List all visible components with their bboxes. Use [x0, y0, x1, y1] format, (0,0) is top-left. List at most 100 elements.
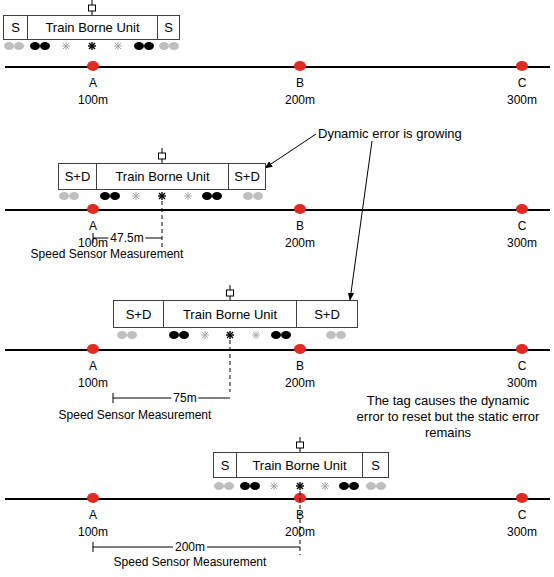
distance-label: 100m [78, 376, 108, 390]
dimension-label: 47.5m [108, 231, 145, 245]
tag-dot [87, 61, 99, 71]
track [5, 498, 550, 500]
light-star [252, 331, 260, 339]
dimension-label: 200m [173, 540, 207, 554]
node-text: S+D [65, 169, 91, 184]
dimension-tick [93, 542, 94, 552]
light-star [114, 42, 122, 50]
black-wheel-pair [30, 42, 50, 50]
antenna [159, 148, 166, 163]
grey-wheel-pair [59, 192, 79, 200]
position-marker [300, 491, 301, 555]
train-borne-unit-box: Train Borne Unit [163, 300, 297, 328]
dimension-label: 75m [171, 391, 198, 405]
point-name: B [296, 76, 304, 90]
point-name: A [89, 76, 97, 90]
error-section-box: S [3, 15, 28, 40]
measurement-note: Speed Sensor Measurement [31, 247, 184, 261]
light-star [201, 331, 209, 339]
black-wheel-pair [202, 192, 222, 200]
tag-dot [294, 61, 306, 71]
bold-star [88, 42, 96, 50]
tag-dot [516, 493, 528, 503]
point-name: A [89, 508, 97, 522]
point-name: B [296, 359, 304, 373]
error-section-box: S+D [113, 300, 164, 328]
light-star [184, 192, 192, 200]
point-name: A [89, 219, 97, 233]
tag-dot [516, 61, 528, 71]
antenna [227, 285, 234, 300]
error-section-box: S+D [296, 300, 358, 328]
track [5, 209, 550, 211]
measurement-note: Speed Sensor Measurement [59, 408, 212, 422]
error-section-box: S+D [228, 163, 266, 190]
node-text: Train Borne Unit [183, 307, 277, 322]
callout-note: Dynamic error is growing [318, 126, 462, 141]
distance-label: 300m [507, 93, 537, 107]
error-section-box: S+D [58, 163, 97, 190]
track [5, 66, 550, 68]
tag-dot [294, 344, 306, 354]
position-marker [230, 340, 231, 392]
distance-label: 100m [78, 525, 108, 539]
black-wheel-pair [134, 42, 154, 50]
node-text: S [11, 20, 20, 35]
point-name: A [89, 359, 97, 373]
grey-wheel-pair [117, 331, 137, 339]
train-borne-unit-box: Train Borne Unit [27, 15, 158, 40]
black-wheel-pair [100, 192, 120, 200]
track [5, 349, 550, 351]
callout-note: The tag causes the dynamic error to rese… [355, 393, 541, 441]
point-name: B [296, 219, 304, 233]
light-star [270, 482, 278, 490]
train-borne-unit-box: Train Borne Unit [96, 163, 229, 190]
distance-label: 200m [285, 376, 315, 390]
distance-label: 200m [285, 93, 315, 107]
tag-dot [87, 493, 99, 503]
distance-label: 300m [507, 236, 537, 250]
black-wheel-pair [339, 482, 359, 490]
distance-label: 200m [285, 236, 315, 250]
dimension-tick [113, 393, 114, 403]
position-marker [162, 201, 163, 248]
light-star [321, 482, 329, 490]
node-text: S [221, 458, 230, 473]
callout-arrow [265, 134, 316, 168]
grey-wheel-pair [214, 482, 234, 490]
node-text: S [371, 458, 380, 473]
error-section-box: S [362, 452, 389, 478]
callout-arrow [350, 141, 372, 300]
distance-label: 100m [78, 93, 108, 107]
train-borne-unit-box: Train Borne Unit [236, 452, 363, 478]
grey-wheel-pair [4, 42, 24, 50]
node-text: Train Borne Unit [252, 458, 346, 473]
light-star [62, 42, 70, 50]
antenna [89, 0, 96, 15]
black-wheel-pair [271, 331, 291, 339]
point-name: C [518, 76, 527, 90]
point-name: C [518, 219, 527, 233]
measurement-note: Speed Sensor Measurement [114, 555, 267, 569]
node-text: S+D [234, 169, 260, 184]
grey-wheel-pair [243, 192, 263, 200]
black-wheel-pair [240, 482, 260, 490]
error-section-box: S [157, 15, 180, 40]
point-name: C [518, 359, 527, 373]
node-text: Train Borne Unit [115, 169, 209, 184]
node-text: S [164, 20, 173, 35]
error-section-box: S [213, 452, 237, 478]
point-name: C [518, 508, 527, 522]
grey-wheel-pair [326, 331, 346, 339]
grey-wheel-pair [159, 42, 179, 50]
bold-star [158, 192, 166, 200]
black-wheel-pair [169, 331, 189, 339]
distance-label: 200m [285, 525, 315, 539]
grey-wheel-pair [366, 482, 386, 490]
node-text: S+D [126, 307, 152, 322]
tag-dot [87, 204, 99, 214]
node-text: S+D [314, 307, 340, 322]
bold-star [226, 331, 234, 339]
tag-dot [294, 204, 306, 214]
